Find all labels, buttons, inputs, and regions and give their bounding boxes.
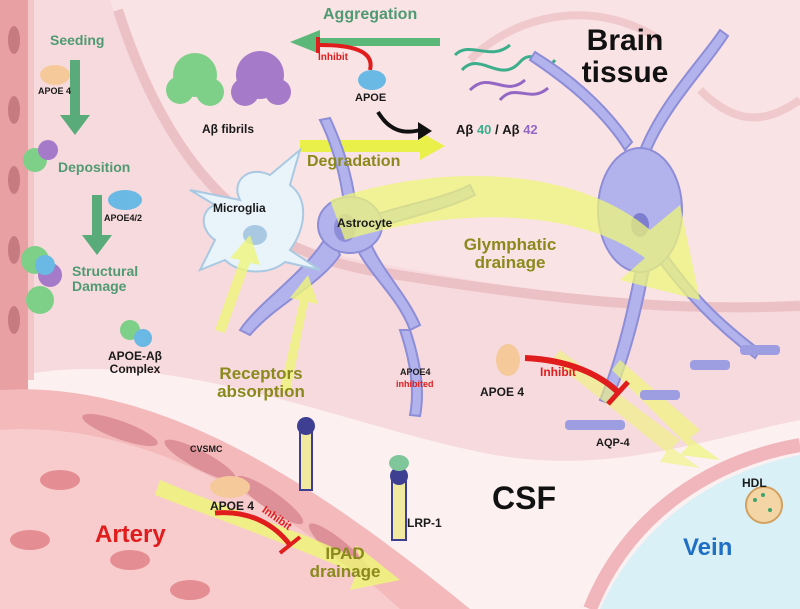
cvsmc-label: CVSMC xyxy=(190,444,223,454)
degradation-label: Degradation xyxy=(307,153,401,170)
artery-lumen xyxy=(0,429,400,609)
apoe4-seeding-label: APOE 4 xyxy=(38,86,72,96)
glymphatic-flow-arrow xyxy=(330,176,700,300)
ipad-flow-arrow xyxy=(155,480,400,590)
lrp1-receptor xyxy=(389,455,409,541)
structural-damage-label: Structural Damage xyxy=(72,263,139,294)
abeta-fibril-green xyxy=(166,53,224,106)
brain-tissue-title: Brain tissue xyxy=(581,24,669,89)
apoe42-label: APOE4/2 xyxy=(104,213,143,223)
apoe4-inhibited-line2: inhibited xyxy=(396,379,434,389)
abeta-40-42-label: Aβ 40 / Aβ 42 xyxy=(456,122,538,137)
apoe-abeta-complex-icon xyxy=(120,320,152,347)
degradation-arrow xyxy=(300,132,445,160)
receptor-absorption-arrows xyxy=(215,235,318,392)
aggregation-arrow xyxy=(290,30,440,54)
apoe-molecule-top xyxy=(358,70,386,90)
endothelial-cells-left xyxy=(8,26,20,334)
astrocyte-label: Astrocyte xyxy=(337,216,393,230)
inhibit-arrow-top xyxy=(319,43,373,71)
microglia-label: Microglia xyxy=(213,201,266,215)
hdl-label: HDL xyxy=(742,476,767,490)
receptor-pair xyxy=(297,417,315,491)
abeta-fibrils-label: Aβ fibrils xyxy=(202,122,254,136)
ipad-drainage-label: IPAD drainage xyxy=(309,544,381,581)
apoe4-inhibited-line1: APOE4 xyxy=(400,367,431,377)
abeta-42-value: 42 xyxy=(523,122,538,137)
apoe4-artery-label: APOE 4 xyxy=(210,499,255,513)
aqp4-label: AQP-4 xyxy=(596,437,630,449)
inhibit-bar-artery xyxy=(278,535,302,555)
deposition-arrow xyxy=(82,195,112,255)
brain-fold-line xyxy=(697,87,800,122)
artery-label: Artery xyxy=(95,521,166,548)
inhibit-arrow-mid xyxy=(524,355,621,395)
apoe-black-arrowhead xyxy=(418,122,432,140)
inhibit-mid-label: Inhibit xyxy=(540,365,576,379)
artery-wall-left xyxy=(0,0,28,400)
apoe-abeta-complex-label: APOE-Aβ Complex xyxy=(108,349,162,376)
abeta-deposit-cluster xyxy=(21,140,62,314)
apoe-black-arrow xyxy=(376,110,421,134)
microglia-cell xyxy=(189,147,321,273)
apoe4-molecule-artery xyxy=(210,476,250,498)
apoe-top-label: APOE xyxy=(355,92,387,104)
abeta-fibril-purple xyxy=(231,51,291,106)
hdl-dots xyxy=(753,493,772,512)
inhibit-bar-mid xyxy=(606,380,630,406)
inhibit-top-label: Inhibit xyxy=(318,52,348,63)
artery-lumen-left xyxy=(28,0,34,380)
lrp1-label: LRP-1 xyxy=(407,516,442,530)
inhibit-arrow-artery xyxy=(214,510,292,547)
apoe42-molecule xyxy=(108,190,142,210)
glymphatic-drainage-label: Glymphatic drainage xyxy=(463,235,557,272)
apoe4-molecule-seeding xyxy=(40,65,70,85)
deposition-label: Deposition xyxy=(58,159,131,175)
csf-flow-arrow-2 xyxy=(552,350,700,468)
seeding-label: Seeding xyxy=(50,32,105,48)
csf-flow-arrow xyxy=(612,360,720,460)
red-blood-cells xyxy=(10,470,210,600)
brain-fold-line xyxy=(467,11,663,63)
apoe4-molecule-mid xyxy=(496,344,520,376)
abeta-40-value: 40 xyxy=(476,122,492,137)
apoe4-mid-label: APOE 4 xyxy=(480,385,525,399)
csf-label: CSF xyxy=(492,480,556,516)
vein-label: Vein xyxy=(683,534,733,561)
aqp4-endfeet xyxy=(565,345,780,430)
hdl-particle xyxy=(745,486,783,524)
aggregation-label: Aggregation xyxy=(323,6,418,23)
vein-wall xyxy=(583,438,800,609)
seeding-arrow xyxy=(60,60,90,135)
receptors-absorption-label: Receptors absorption xyxy=(217,364,305,401)
